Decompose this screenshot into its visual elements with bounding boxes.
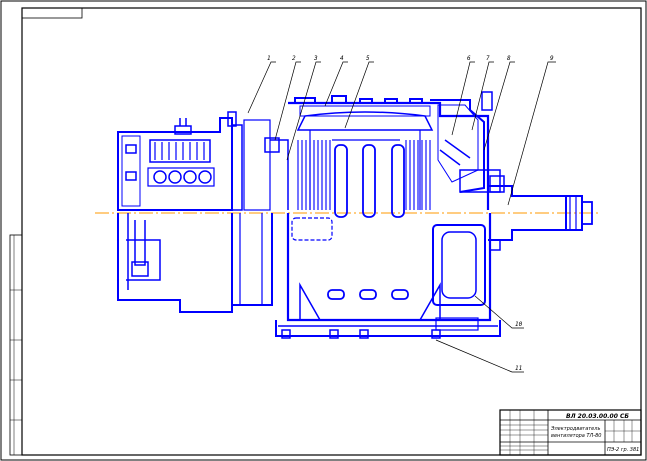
corner-stamp-box <box>21 7 83 19</box>
doc-code: ВЛ 20.03.00.00 СБ <box>566 413 629 420</box>
left-margin-strips <box>9 234 23 456</box>
callout-8: 8 <box>507 55 511 62</box>
callout-6: 6 <box>467 55 471 62</box>
title-block: ВЛ 20.03.00.00 СБ Электродвигатель венти… <box>499 409 642 456</box>
title-line-1: Электродвигатель <box>550 426 600 432</box>
inner-frame <box>21 7 642 456</box>
callout-7: 7 <box>486 55 490 62</box>
title-line-2: вентилятора ТЛ-80 <box>551 433 601 439</box>
sheet-code: ПЭ-2 гр. 381 <box>607 447 639 453</box>
callout-11: 11 <box>515 365 522 372</box>
motor-upper-section <box>117 91 505 218</box>
callout-9: 9 <box>550 55 554 62</box>
callout-10: 10 <box>515 321 523 328</box>
shaft-end <box>488 185 593 251</box>
motor-lower-view <box>117 213 501 339</box>
callout-5: 5 <box>366 55 370 62</box>
callout-labels: 1 2 3 4 5 6 7 8 9 10 11 <box>267 55 554 372</box>
callout-leaders <box>247 61 556 373</box>
callout-4: 4 <box>340 55 344 62</box>
callout-2: 2 <box>292 55 296 62</box>
callout-1: 1 <box>267 55 271 62</box>
callout-3: 3 <box>313 55 318 62</box>
